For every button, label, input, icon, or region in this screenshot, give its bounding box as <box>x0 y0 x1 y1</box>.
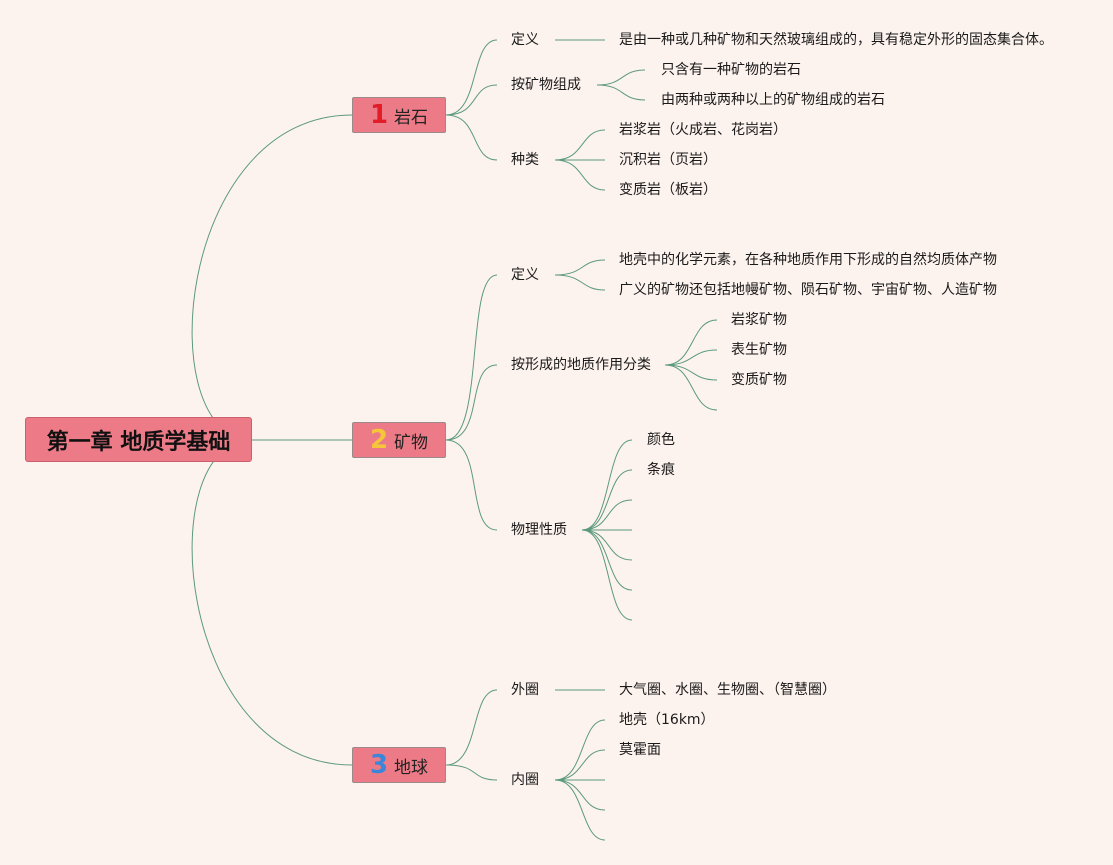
number-2-icon: 2 <box>369 425 389 455</box>
leaf-topic[interactable]: 只含有一种矿物的岩石 <box>661 62 801 78</box>
leaf-topic[interactable]: 地壳（16km） <box>619 712 715 728</box>
leaf-topic[interactable]: 变质岩（板岩） <box>619 182 717 198</box>
link-min-phys-5 <box>581 529 633 561</box>
leaf-topic[interactable]: 岩浆矿物 <box>731 312 787 328</box>
link-rock-type <box>445 114 498 161</box>
subtopic-types[interactable]: 种类 <box>511 152 539 168</box>
leaf-topic[interactable]: 地壳中的化学元素，在各种地质作用下形成的自然均质体产物 <box>619 252 997 268</box>
link-earth-inner-5 <box>554 779 606 841</box>
link-rock-type-1 <box>554 129 606 161</box>
branch-earth[interactable]: 3 地球 <box>352 747 446 783</box>
link-min-phys-1 <box>581 439 633 531</box>
link-min-form <box>445 364 498 441</box>
subtopic-outer-spheres[interactable]: 外圈 <box>511 682 539 698</box>
link-earth-inner-1 <box>554 719 606 781</box>
branch-label: 地球 <box>394 757 429 778</box>
link-min-form-3 <box>664 364 718 381</box>
branch-label: 矿物 <box>394 432 429 453</box>
link-earth-inner-4 <box>554 779 606 811</box>
subtopic-physical-properties[interactable]: 物理性质 <box>511 522 567 538</box>
link-root-rock <box>191 114 353 441</box>
link-earth-inner-2 <box>554 749 606 781</box>
branch-mineral[interactable]: 2 矿物 <box>352 422 446 458</box>
link-min-def-1 <box>554 259 606 276</box>
link-rock-type-3 <box>554 159 606 191</box>
subtopic-formation[interactable]: 按形成的地质作用分类 <box>511 357 651 373</box>
branch-label: 岩石 <box>394 107 429 128</box>
link-min-form-4 <box>664 364 718 411</box>
subtopic-definition[interactable]: 定义 <box>511 32 539 48</box>
link-rock-comp-2 <box>596 84 646 101</box>
link-min-phys-3 <box>581 499 633 531</box>
link-rock-comp-1 <box>596 69 646 86</box>
root-topic[interactable]: 第一章 地质学基础 <box>25 417 252 462</box>
leaf-topic[interactable]: 岩浆岩（火成岩、花岗岩） <box>619 122 787 138</box>
link-min-phys <box>445 439 498 531</box>
subtopic-composition[interactable]: 按矿物组成 <box>511 77 581 93</box>
link-min-phys-6 <box>581 529 633 591</box>
link-min-phys-7 <box>581 529 633 621</box>
link-earth-outer <box>445 689 498 766</box>
number-3-icon: 3 <box>369 750 389 780</box>
leaf-topic[interactable]: 条痕 <box>647 462 675 478</box>
leaf-topic[interactable]: 广义的矿物还包括地幔矿物、陨石矿物、宇宙矿物、人造矿物 <box>619 282 997 298</box>
subtopic-definition[interactable]: 定义 <box>511 267 539 283</box>
leaf-topic[interactable]: 表生矿物 <box>731 342 787 358</box>
link-min-def-2 <box>554 274 606 291</box>
leaf-topic[interactable]: 颜色 <box>647 432 675 448</box>
branch-rock[interactable]: 1 岩石 <box>352 97 446 133</box>
subtopic-inner-spheres[interactable]: 内圈 <box>511 772 539 788</box>
link-min-form-2 <box>664 349 718 366</box>
leaf-topic[interactable]: 莫霍面 <box>619 742 661 758</box>
leaf-topic[interactable]: 由两种或两种以上的矿物组成的岩石 <box>661 92 885 108</box>
number-1-icon: 1 <box>369 100 389 130</box>
link-rock-def <box>445 39 498 116</box>
link-rock-comp <box>445 84 498 116</box>
link-root-earth <box>191 439 353 766</box>
link-min-form-1 <box>664 319 718 366</box>
leaf-topic[interactable]: 变质矿物 <box>731 372 787 388</box>
leaf-topic[interactable]: 大气圈、水圈、生物圈、（智慧圈） <box>619 682 836 698</box>
leaf-topic[interactable]: 沉积岩（页岩） <box>619 152 717 168</box>
leaf-topic[interactable]: 是由一种或几种矿物和天然玻璃组成的，具有稳定外形的固态集合体。 <box>619 32 1053 48</box>
link-min-phys-2 <box>581 469 633 531</box>
link-min-def <box>445 274 498 441</box>
link-earth-inner <box>445 764 498 781</box>
